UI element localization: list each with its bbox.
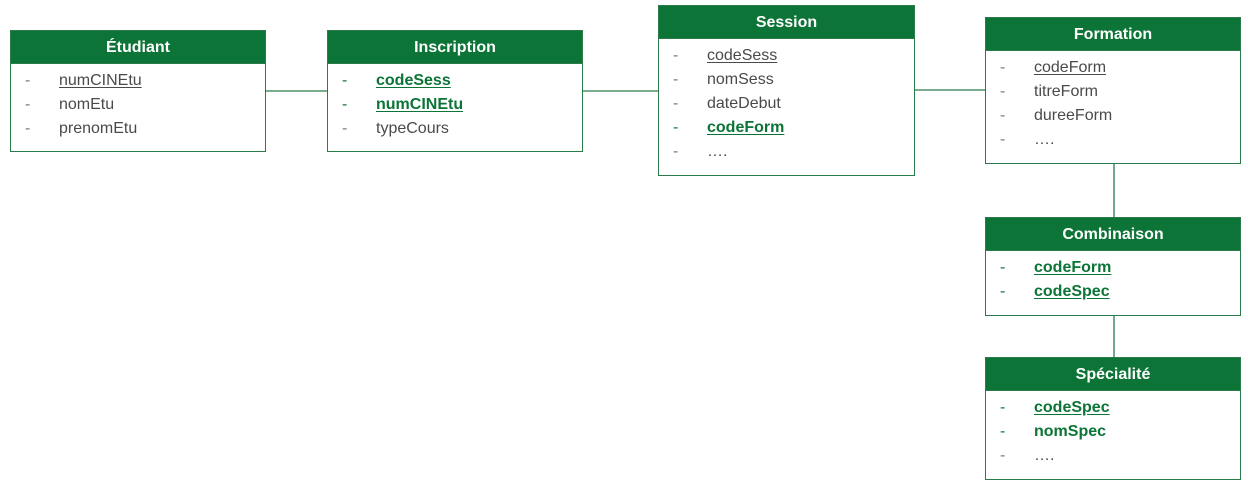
bullet-dash: - (25, 120, 31, 137)
entity-specialite: Spécialité - codeSpec - nomSpec - …. (985, 357, 1241, 480)
attribute-row: - codeSess (328, 69, 582, 93)
attribute-name: nomSess (707, 71, 774, 88)
entity-attribute-list: - codeSess - numCINEtu - typeCours (328, 64, 582, 141)
bullet-dash: - (673, 47, 679, 64)
bullet-dash: - (1000, 259, 1006, 276)
attribute-row: - numCINEtu (11, 69, 265, 93)
bullet-dash: - (1000, 83, 1006, 100)
attribute-row: - codeSpec (986, 280, 1240, 304)
attribute-row: - codeForm (659, 116, 914, 140)
bullet-dash: - (1000, 447, 1006, 464)
attribute-row: - …. (986, 444, 1240, 468)
entity-attribute-list: - codeForm - codeSpec (986, 251, 1240, 304)
attribute-name: prenomEtu (59, 120, 138, 137)
bullet-dash: - (1000, 107, 1006, 124)
entity-formation: Formation - codeForm - titreForm - dureeFor… (985, 17, 1241, 164)
entity-attribute-list: - numCINEtu - nomEtu - prenomEtu (11, 64, 265, 141)
attribute-row: - codeSpec (986, 396, 1240, 420)
entity-title: Inscription (328, 31, 582, 64)
entity-inscription: Inscription - codeSess - numCINEtu - typeCo… (327, 30, 583, 152)
attribute-row: - prenomEtu (11, 117, 265, 141)
attribute-row: - codeForm (986, 56, 1240, 80)
entity-attribute-list: - codeForm - titreForm - dureeForm - …. (986, 51, 1240, 152)
entity-title: Session (659, 6, 914, 39)
attribute-name: codeSess (707, 47, 778, 64)
bullet-dash: - (673, 71, 679, 88)
attribute-name: codeForm (1034, 59, 1107, 76)
bullet-dash: - (342, 72, 348, 89)
attribute-row: - numCINEtu (328, 93, 582, 117)
entity-title: Formation (986, 18, 1240, 51)
entity-session: Session - codeSess - nomSess - dateDebut - c… (658, 5, 915, 176)
attribute-row: - …. (986, 128, 1240, 152)
attribute-name: …. (1034, 447, 1055, 464)
entity-title: Spécialité (986, 358, 1240, 391)
attribute-name: …. (707, 143, 728, 160)
bullet-dash: - (1000, 423, 1006, 440)
attribute-name: titreForm (1034, 83, 1098, 100)
entity-attribute-list: -codeSess -nomSess -dateDebut -codeForm … (659, 39, 914, 164)
bullet-dash: - (342, 120, 348, 137)
attribute-row: - nomSpec (986, 420, 1240, 444)
attribute-name: dateDebut (707, 95, 781, 112)
attribute-name: typeCours (376, 120, 449, 137)
attribute-row: - nomSess (659, 68, 914, 92)
attribute-row: - typeCours (328, 117, 582, 141)
attribute-row: - codeForm (986, 256, 1240, 280)
bullet-dash: - (1000, 59, 1006, 76)
attribute-name: codeForm (707, 119, 785, 136)
entity-title: Combinaison (986, 218, 1240, 251)
attribute-name: numCINEtu (59, 72, 142, 89)
attribute-row: - codeSess (659, 44, 914, 68)
bullet-dash: - (673, 143, 679, 160)
attribute-name: codeSpec (1034, 283, 1110, 300)
attribute-name: …. (1034, 131, 1055, 148)
attribute-row: - dureeForm (986, 104, 1240, 128)
bullet-dash: - (342, 96, 348, 113)
attribute-name: nomSpec (1034, 423, 1107, 440)
bullet-dash: - (25, 96, 31, 113)
bullet-dash: - (673, 119, 679, 136)
attribute-row: - dateDebut (659, 92, 914, 116)
bullet-dash: - (1000, 399, 1006, 416)
entity-attribute-list: - codeSpec - nomSpec - …. (986, 391, 1240, 468)
attribute-row: - …. (659, 140, 914, 164)
attribute-name: codeForm (1034, 259, 1112, 276)
bullet-dash: - (1000, 283, 1006, 300)
attribute-row: - nomEtu (11, 93, 265, 117)
bullet-dash: - (673, 95, 679, 112)
bullet-dash: - (25, 72, 31, 89)
attribute-name: codeSpec (1034, 399, 1110, 416)
attribute-name: numCINEtu (376, 96, 464, 113)
attribute-row: - titreForm (986, 80, 1240, 104)
attribute-name: dureeForm (1034, 107, 1113, 124)
attribute-name: nomEtu (59, 96, 115, 113)
entity-etudiant: Étudiant - numCINEtu - nomEtu - prenomEtu (10, 30, 266, 152)
entity-combinaison: Combinaison - codeForm - codeSpec (985, 217, 1241, 316)
attribute-name: codeSess (376, 72, 451, 89)
entity-title: Étudiant (11, 31, 265, 64)
bullet-dash: - (1000, 131, 1006, 148)
